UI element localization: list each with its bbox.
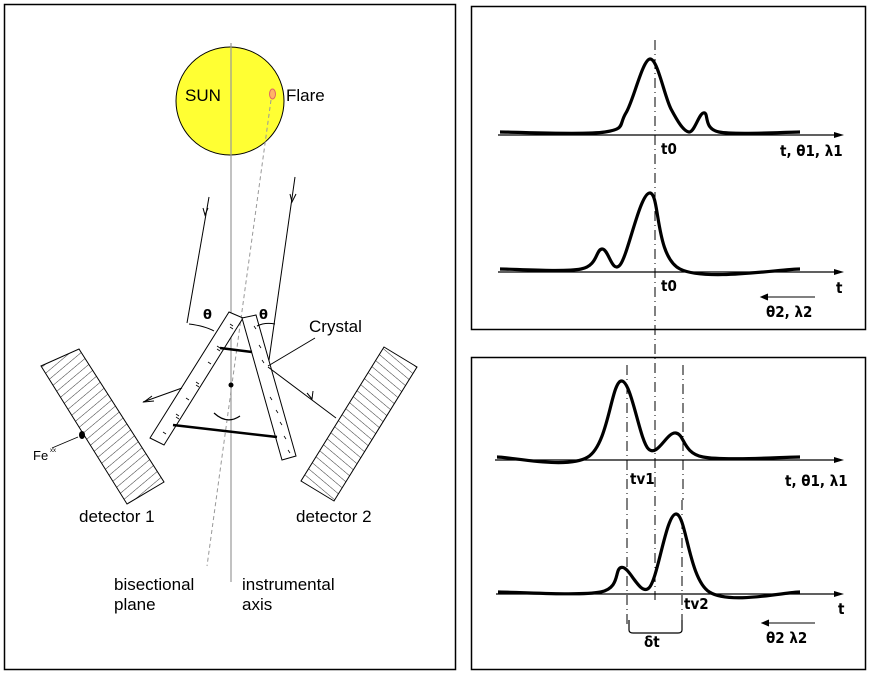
chart1-intensity-curve	[499, 57, 801, 136]
detector-2-label: detector 2	[296, 507, 372, 526]
sun-label: SUN	[185, 86, 221, 105]
chart3-marker-label: tv1	[630, 470, 655, 488]
chart2-marker-label: t0	[661, 277, 677, 295]
sun	[175, 46, 285, 156]
crystal-left-slab	[149, 311, 244, 446]
reflected-ray-left	[142, 387, 183, 403]
chart2-direction-label: θ2, λ2	[766, 303, 812, 321]
crystal-right-slab	[241, 314, 297, 461]
delta-t-bracket	[628, 620, 683, 634]
left-diagram: SUN Flare	[33, 43, 418, 614]
fe-leader-line	[51, 436, 79, 449]
crystal-label: Crystal	[309, 317, 362, 336]
crystal-crossbar-bottom	[172, 423, 278, 439]
instrumental-label-line1: instrumental	[242, 575, 335, 594]
incoming-ray-left	[186, 196, 210, 324]
ray-arrow-icon	[142, 395, 155, 403]
chart4-xlabel: t	[838, 600, 845, 618]
chart3-intensity-curve	[496, 379, 801, 465]
flare-label: Flare	[286, 86, 325, 105]
rotation-arc-icon	[213, 412, 241, 421]
detector-1-label: detector 1	[79, 507, 155, 526]
chart3-xlabel: t, θ1, λ1	[785, 472, 848, 490]
bisectional-plane-line	[206, 99, 272, 567]
incoming-ray-right	[267, 176, 296, 368]
left-arrow-icon	[759, 293, 769, 301]
ray-arrow-icon	[289, 193, 297, 204]
ray-arrow-icon	[202, 207, 209, 217]
delta-t-label: δt	[644, 633, 660, 651]
fe-label: Fe	[33, 448, 48, 463]
crystal-leader-line	[267, 337, 316, 367]
left-panel-frame	[3, 3, 457, 671]
chart4-direction-label: θ2 λ2	[766, 629, 807, 647]
fe-source-dot	[79, 431, 85, 439]
charts-group	[495, 57, 844, 625]
bisectional-label-line1: bisectional	[114, 575, 194, 594]
fe-superscript: xx	[50, 448, 56, 454]
axis-arrow-icon	[834, 457, 844, 463]
top-right-panel-frame	[470, 5, 867, 331]
left-arrow-icon	[760, 619, 770, 627]
detector-1	[40, 348, 165, 505]
bottom-right-panel-frame	[470, 356, 867, 671]
chart2-intensity-curve	[499, 191, 801, 277]
chart4-marker-label: tv2	[684, 595, 709, 613]
chart1-xlabel: t, θ1, λ1	[780, 142, 843, 160]
reflected-ray-right	[267, 366, 337, 419]
theta-arc-left	[188, 323, 215, 332]
flare	[269, 88, 276, 100]
axis-arrow-icon	[834, 591, 844, 597]
pivot-dot	[228, 382, 234, 388]
theta-right-label: θ	[259, 308, 268, 323]
bisectional-label-line2: plane	[114, 595, 156, 614]
axis-arrow-icon	[834, 269, 844, 275]
detector-2	[300, 346, 418, 502]
axis-arrow-icon	[834, 132, 844, 138]
theta-left-label: θ	[203, 308, 212, 323]
instrumental-label-line2: axis	[242, 595, 272, 614]
chart2-xlabel: t	[836, 279, 843, 297]
crystal-crossbar-top	[219, 346, 253, 354]
chart4-intensity-curve	[497, 512, 801, 600]
chart1-marker-label: t0	[661, 140, 677, 158]
ray-arrow-icon	[306, 390, 314, 401]
theta-arc-right	[256, 322, 276, 327]
